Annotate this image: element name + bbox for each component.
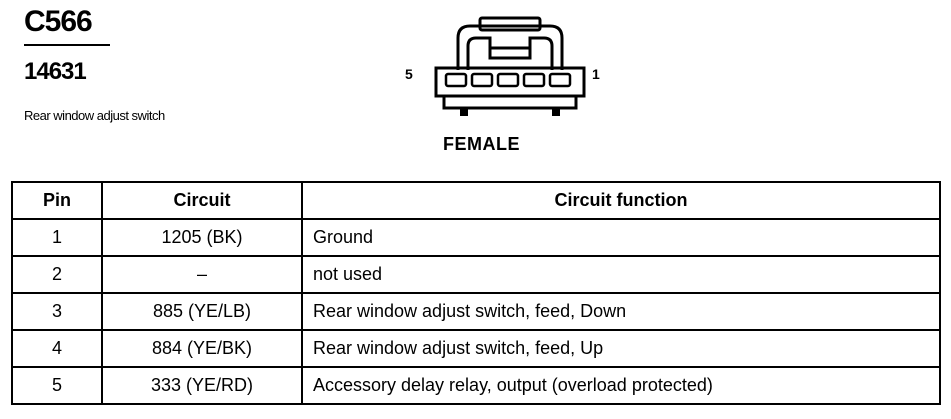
function-cell: Rear window adjust switch, feed, Down <box>301 292 941 331</box>
circuit-cell: 333 (YE/RD) <box>101 366 303 405</box>
connector-id: C566 <box>24 5 93 38</box>
title-underline <box>24 44 110 46</box>
pin-cell: 1 <box>11 218 103 257</box>
function-cell: Ground <box>301 218 941 257</box>
table-row: 2 – not used <box>11 255 941 294</box>
connector-keys <box>460 108 560 116</box>
header-pin: Pin <box>11 181 103 220</box>
circuit-cell: – <box>101 255 303 294</box>
circuit-cell: 885 (YE/LB) <box>101 292 303 331</box>
header-circuit-function: Circuit function <box>301 181 941 220</box>
pin-cell: 3 <box>11 292 103 331</box>
circuit-cell: 1205 (BK) <box>101 218 303 257</box>
pin-label-left: 5 <box>405 66 413 82</box>
connector-description: Rear window adjust switch <box>24 108 165 123</box>
pin-cell: 2 <box>11 255 103 294</box>
pin-cell: 5 <box>11 366 103 405</box>
pin-cell: 4 <box>11 329 103 368</box>
function-cell: Rear window adjust switch, feed, Up <box>301 329 941 368</box>
pin-label-right: 1 <box>592 66 600 82</box>
header-circuit: Circuit <box>101 181 303 220</box>
connector-latch <box>456 16 564 70</box>
function-cell: not used <box>301 255 941 294</box>
table-row: 3 885 (YE/LB) Rear window adjust switch,… <box>11 292 941 331</box>
part-number: 14631 <box>24 58 87 85</box>
connector-body <box>434 66 586 110</box>
connector-face-diagram <box>434 16 586 116</box>
table-row: 4 884 (YE/BK) Rear window adjust switch,… <box>11 329 941 368</box>
function-cell: Accessory delay relay, output (overload … <box>301 366 941 405</box>
table-row: 5 333 (YE/RD) Accessory delay relay, out… <box>11 366 941 405</box>
table-row: 1 1205 (BK) Ground <box>11 218 941 257</box>
circuit-cell: 884 (YE/BK) <box>101 329 303 368</box>
table-header-row: Pin Circuit Circuit function <box>11 181 941 220</box>
pinout-table: Pin Circuit Circuit function 1 1205 (BK)… <box>11 181 941 405</box>
connector-gender: FEMALE <box>443 134 520 154</box>
pin-cavities <box>444 72 572 88</box>
